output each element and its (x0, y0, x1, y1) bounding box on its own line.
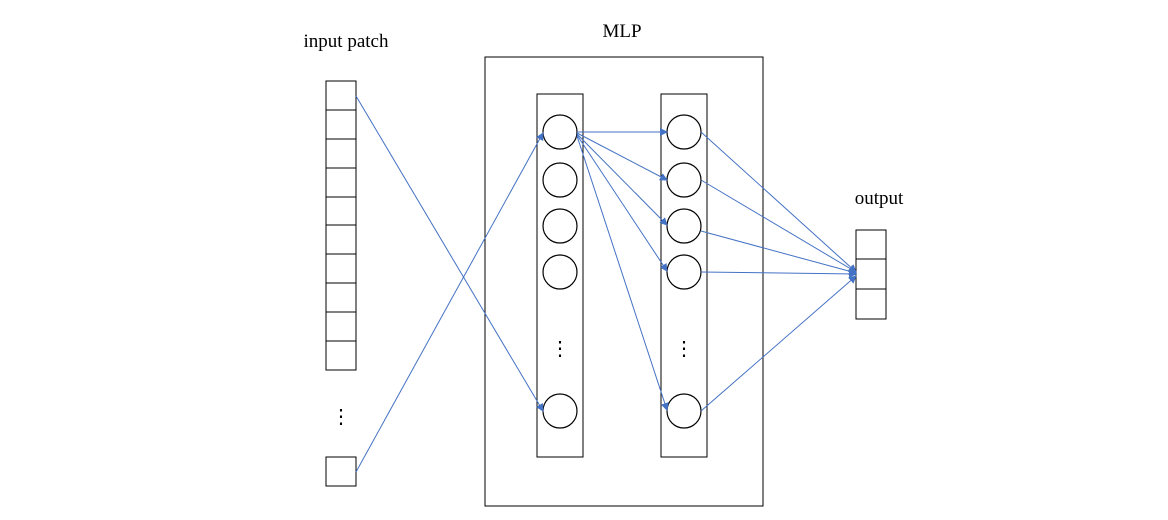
edge-arrow (576, 132, 668, 181)
input-cell (325, 167, 357, 198)
edge-arrow (700, 269, 857, 278)
edge-arrow (576, 135, 669, 411)
input-patch-column (325, 80, 357, 371)
input-cell (325, 311, 357, 342)
input-cell (325, 80, 357, 111)
input-cell (325, 138, 357, 169)
hidden2-neuron (666, 254, 702, 290)
output-column (855, 229, 887, 320)
output-cell (855, 229, 887, 260)
input-cell (325, 109, 357, 140)
hidden1-neuron (542, 162, 578, 198)
input-cell (325, 282, 357, 313)
hidden2-neuron (666, 208, 702, 244)
edge-arrow (700, 179, 857, 273)
edge-arrow (355, 132, 544, 473)
hidden1-ellipsis: ⋮ (550, 338, 570, 360)
output-cell (855, 288, 887, 320)
hidden1-neuron (542, 208, 578, 244)
input-ellipsis: ⋮ (331, 406, 351, 428)
edge-arrow (576, 133, 668, 226)
input-cell (325, 224, 357, 255)
hidden2-ellipsis: ⋮ (674, 338, 694, 360)
edge-arrow (700, 275, 857, 412)
hidden2-neuron (666, 162, 702, 198)
edge-arrow (355, 95, 544, 412)
edge-arrow (576, 134, 668, 272)
input-cell (325, 253, 357, 284)
output-cell (855, 258, 887, 290)
edge-arrow (700, 230, 857, 276)
hidden1-neuron (542, 393, 578, 429)
hidden2-neuron (666, 114, 702, 150)
mlp-label: MLP (602, 21, 641, 42)
input-cell (325, 196, 357, 226)
hidden1-neuron (542, 254, 578, 290)
mlp-frame (484, 56, 764, 507)
output-label: output (855, 188, 904, 209)
input-cell (325, 340, 357, 371)
edge-arrow (700, 131, 857, 273)
input-patch-label: input patch (304, 31, 389, 52)
input-cell-last (325, 456, 357, 487)
hidden2-neuron (666, 393, 702, 429)
hidden1-neuron (542, 114, 578, 150)
